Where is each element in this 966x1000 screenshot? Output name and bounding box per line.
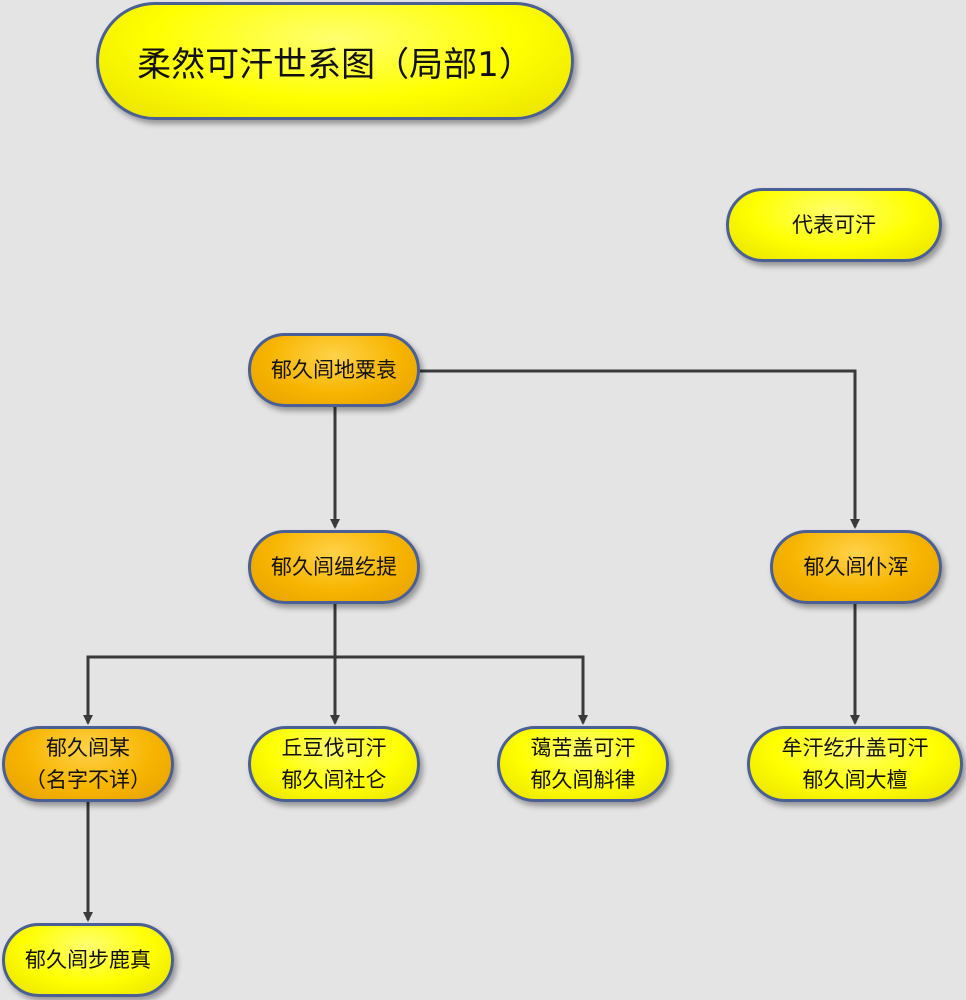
node-puhun: 郁久闾仆浑 bbox=[770, 530, 942, 604]
node-aikugai: 蔼苦盖可汗 郁久闾斛律 bbox=[497, 726, 669, 802]
node-qiudoufa-line2: 郁久闾社仑 bbox=[281, 768, 387, 792]
node-diliyuan-name: 郁久闾地粟袁 bbox=[271, 358, 397, 382]
node-unknown-line1: 郁久闾某 bbox=[46, 736, 130, 760]
node-aikugai-line2: 郁久闾斛律 bbox=[530, 768, 636, 792]
node-bulu: 郁久闾步鹿真 bbox=[2, 923, 174, 997]
node-aikugai-line1: 蔼苦盖可汗 bbox=[530, 736, 636, 760]
edge-wenheti-unknown bbox=[83, 655, 335, 725]
node-qiudoufa: 丘豆伐可汗 郁久闾社仑 bbox=[248, 726, 420, 802]
node-mouhanheshenggai: 牟汗纥升盖可汗 郁久闾大檀 bbox=[747, 726, 963, 802]
node-qiudoufa-line1: 丘豆伐可汗 bbox=[281, 736, 387, 760]
node-diliyuan: 郁久闾地粟袁 bbox=[248, 333, 420, 407]
node-mouhanheshenggai-line1: 牟汗纥升盖可汗 bbox=[781, 736, 929, 760]
node-puhun-name: 郁久闾仆浑 bbox=[803, 555, 909, 579]
edge-wenheti-aikugai bbox=[335, 655, 588, 725]
edge-diliyuan-puhun bbox=[418, 369, 860, 529]
node-unknown: 郁久闾某 （名字不详） bbox=[2, 726, 174, 802]
node-wenheti: 郁久闾缊纥提 bbox=[248, 530, 420, 604]
page-title: 柔然可汗世系图（局部1） bbox=[96, 2, 574, 120]
node-mouhanheshenggai-line2: 郁久闾大檀 bbox=[802, 768, 908, 792]
node-bulu-name: 郁久闾步鹿真 bbox=[25, 948, 151, 972]
node-unknown-line2: （名字不详） bbox=[25, 768, 151, 792]
legend-label: 代表可汗 bbox=[792, 213, 876, 237]
node-wenheti-name: 郁久闾缊纥提 bbox=[271, 555, 397, 579]
legend-khagan-node: 代表可汗 bbox=[726, 188, 942, 262]
